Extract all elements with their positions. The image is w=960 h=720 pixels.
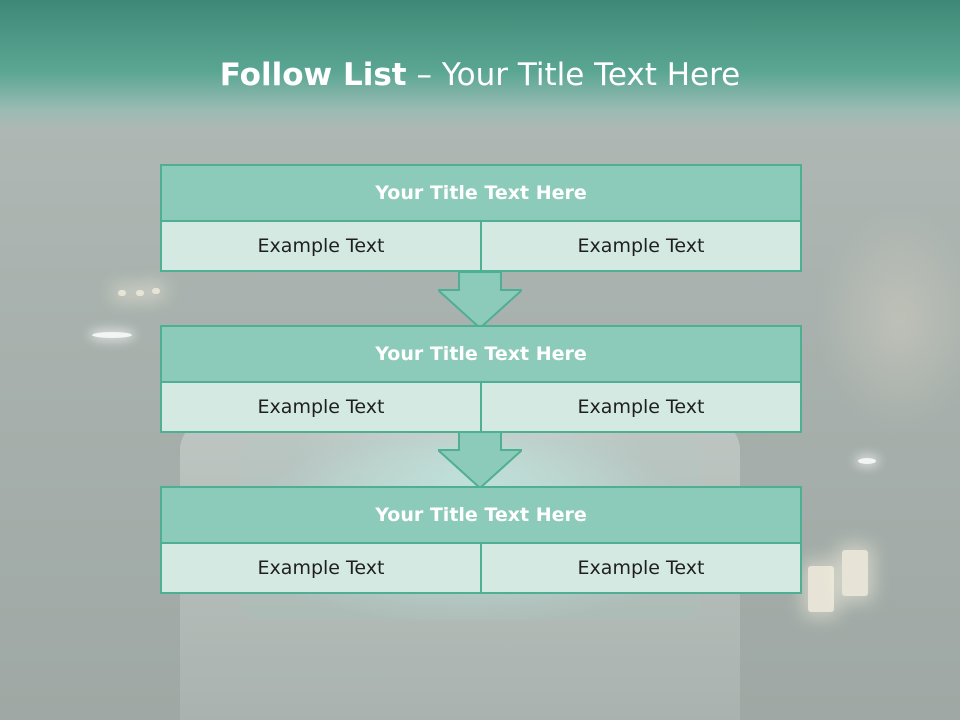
candle: [136, 290, 144, 296]
candle: [152, 288, 160, 294]
block-title: Your Title Text Here: [162, 166, 800, 222]
down-arrow-icon: [438, 432, 522, 490]
candle: [808, 566, 834, 612]
ceiling-light: [858, 458, 876, 464]
block-title: Your Title Text Here: [162, 327, 800, 383]
candle: [118, 290, 126, 296]
block-title: Your Title Text Here: [162, 488, 800, 544]
block-cell-left: Example Text: [162, 383, 480, 431]
block-row: Example Text Example Text: [162, 222, 800, 270]
list-block-1: Your Title Text Here Example Text Exampl…: [160, 164, 802, 272]
block-cell-right: Example Text: [480, 544, 800, 592]
slide-title-rest: – Your Title Text Here: [406, 57, 741, 93]
list-block-2: Your Title Text Here Example Text Exampl…: [160, 325, 802, 433]
block-cell-right: Example Text: [480, 222, 800, 270]
block-row: Example Text Example Text: [162, 383, 800, 431]
wall-light: [92, 332, 132, 338]
block-cell-left: Example Text: [162, 544, 480, 592]
slide-title-bold: Follow List: [219, 57, 407, 93]
block-cell-right: Example Text: [480, 383, 800, 431]
list-block-3: Your Title Text Here Example Text Exampl…: [160, 486, 802, 594]
header-band: [0, 0, 960, 130]
slide-title: Follow List – Your Title Text Here: [0, 55, 960, 95]
block-row: Example Text Example Text: [162, 544, 800, 592]
candle: [842, 550, 868, 596]
down-arrow-icon: [438, 272, 522, 330]
block-cell-left: Example Text: [162, 222, 480, 270]
